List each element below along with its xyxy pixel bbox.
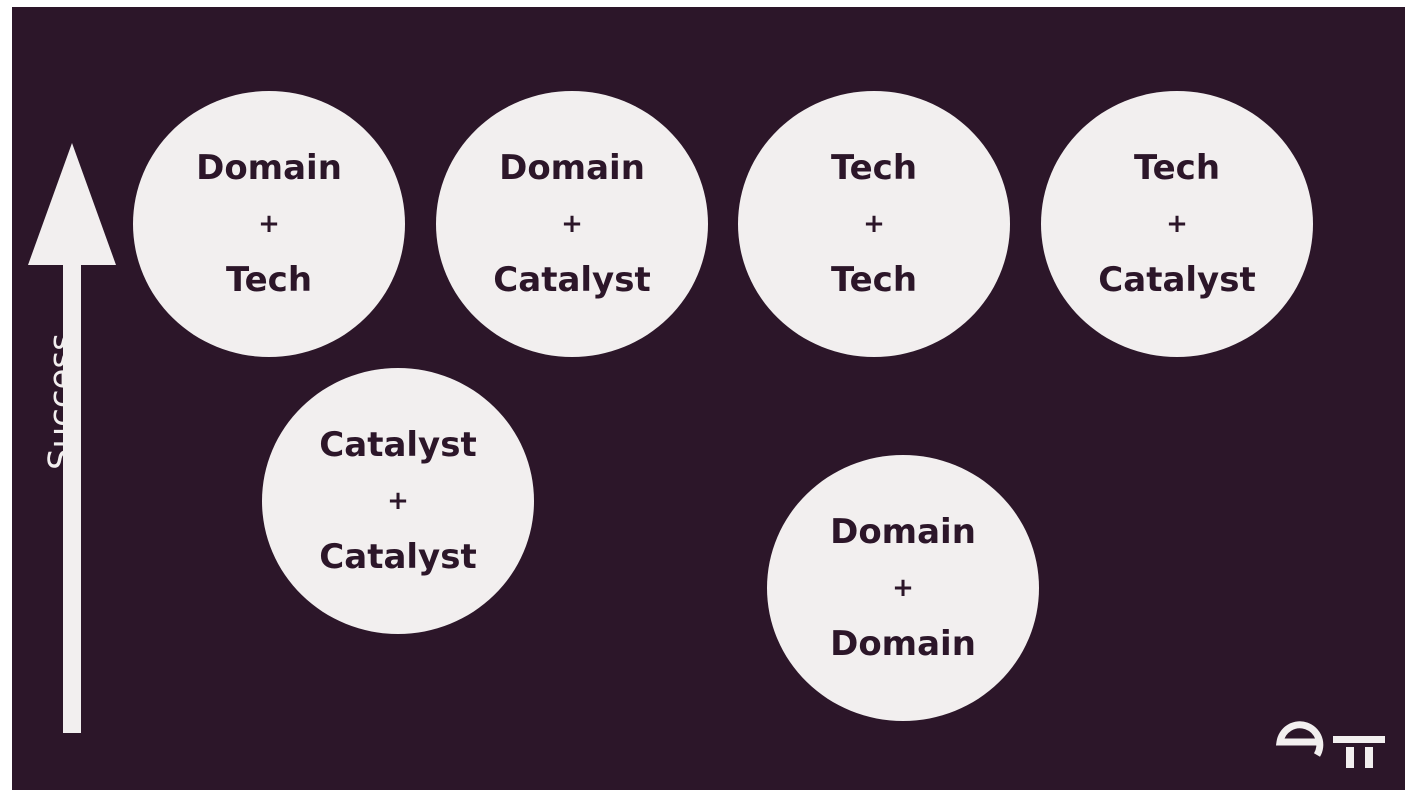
logo-icon — [1275, 721, 1385, 768]
combo-circle-domain-catalyst: Domain + Catalyst — [436, 91, 708, 357]
combo-bottom-label: Catalyst — [493, 260, 651, 300]
combo-top-label: Tech — [830, 148, 918, 188]
combo-circle-tech-tech: Tech + Tech — [738, 91, 1010, 357]
combo-bottom-label: Tech — [830, 260, 918, 300]
combo-plus: + — [561, 209, 583, 239]
combo-circle-domain-domain: Domain + Domain — [767, 455, 1039, 721]
combo-plus: + — [863, 209, 885, 239]
combo-circle-domain-tech: Domain + Tech — [133, 91, 405, 357]
combo-plus: + — [258, 209, 280, 239]
combo-top-label: Domain — [499, 148, 645, 188]
combo-bottom-label: Catalyst — [319, 537, 477, 577]
combo-bottom-label: Domain — [830, 624, 976, 664]
combo-bottom-label: Tech — [225, 260, 313, 300]
combo-top-label: Domain — [196, 148, 342, 188]
axis-label: Success — [41, 333, 82, 470]
combo-bottom-label: Catalyst — [1098, 260, 1256, 300]
combo-circle-catalyst-catalyst: Catalyst + Catalyst — [262, 368, 534, 634]
combo-plus: + — [1166, 209, 1188, 239]
combo-top-label: Domain — [830, 512, 976, 552]
slide: Success Domain + Tech Domain + Catalyst … — [12, 7, 1405, 790]
combo-top-label: Catalyst — [319, 425, 477, 465]
combo-plus: + — [892, 573, 914, 603]
combo-plus: + — [387, 486, 409, 516]
combo-circle-tech-catalyst: Tech + Catalyst — [1041, 91, 1313, 357]
combo-top-label: Tech — [1133, 148, 1221, 188]
success-arrow-icon — [28, 143, 116, 733]
